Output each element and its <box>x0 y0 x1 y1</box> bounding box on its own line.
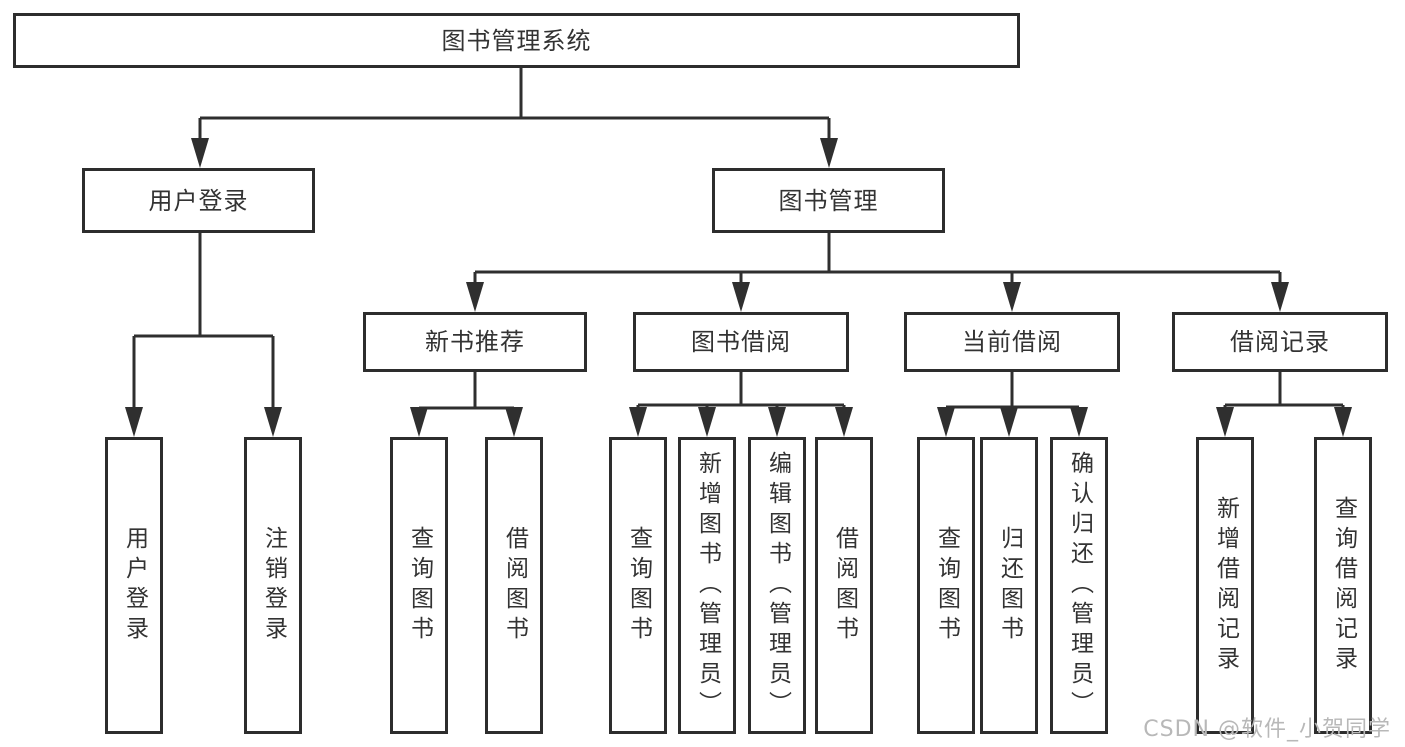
node-query-books-current: 查询图书 <box>917 437 975 734</box>
arrowhead-down-icon <box>629 407 647 437</box>
arrowhead-down-icon <box>835 407 853 437</box>
node-query-books-borrowing: 查询图书 <box>609 437 667 734</box>
arrowhead-down-icon <box>1000 407 1018 437</box>
node-borrowing-records: 借阅记录 <box>1172 312 1388 372</box>
watermark: CSDN @软件_小贺同学 <box>1143 717 1391 742</box>
node-logout-action: 注销登录 <box>244 437 302 734</box>
node-borrow-book: 借阅图书 <box>815 437 873 734</box>
arrowhead-down-icon <box>820 138 838 168</box>
arrowhead-down-icon <box>1271 282 1289 312</box>
node-query-borrow-record: 查询借阅记录 <box>1314 437 1372 734</box>
arrowhead-down-icon <box>732 282 750 312</box>
arrowhead-down-icon <box>768 407 786 437</box>
arrowhead-down-icon <box>1003 282 1021 312</box>
node-library-management-system: 图书管理系统 <box>13 13 1020 68</box>
arrowhead-down-icon <box>191 138 209 168</box>
node-edit-book-admin: 编辑图书（管理员） <box>748 437 806 734</box>
node-query-books-recommend: 查询图书 <box>390 437 448 734</box>
arrowhead-down-icon <box>264 407 282 437</box>
node-current-borrowing: 当前借阅 <box>904 312 1120 372</box>
node-user-login-action: 用户登录 <box>105 437 163 734</box>
node-book-borrowing: 图书借阅 <box>633 312 849 372</box>
arrowhead-down-icon <box>466 282 484 312</box>
arrowhead-down-icon <box>698 407 716 437</box>
node-add-borrow-record: 新增借阅记录 <box>1196 437 1254 734</box>
node-confirm-return-admin: 确认归还（管理员） <box>1050 437 1108 734</box>
arrowhead-down-icon <box>937 407 955 437</box>
node-borrow-books-recommend: 借阅图书 <box>485 437 543 734</box>
arrowhead-down-icon <box>1070 407 1088 437</box>
arrowhead-down-icon <box>410 407 428 437</box>
node-new-book-recommendation: 新书推荐 <box>363 312 587 372</box>
node-add-book-admin: 新增图书（管理员） <box>678 437 736 734</box>
arrowhead-down-icon <box>1334 407 1352 437</box>
node-return-book: 归还图书 <box>980 437 1038 734</box>
node-user-login: 用户登录 <box>82 168 315 233</box>
arrowhead-down-icon <box>1216 407 1234 437</box>
arrowhead-down-icon <box>505 407 523 437</box>
arrowhead-down-icon <box>125 407 143 437</box>
node-book-management: 图书管理 <box>712 168 945 233</box>
